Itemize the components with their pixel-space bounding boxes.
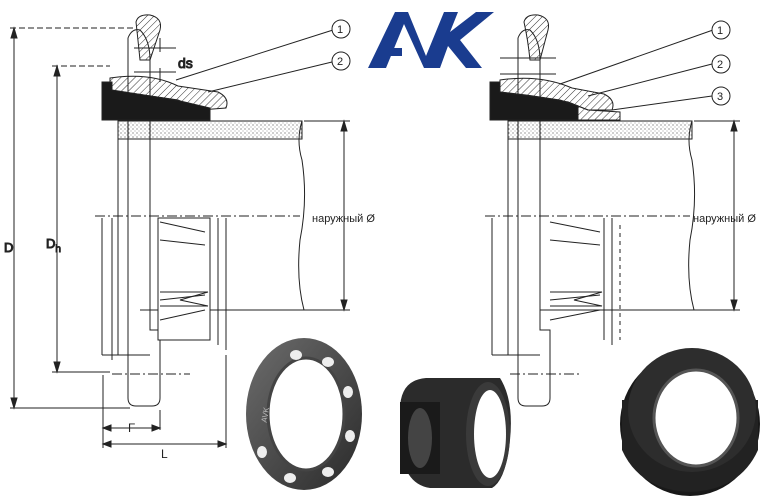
left-outer-diameter-label: наружный Ø (312, 213, 375, 225)
right-callouts (559, 20, 731, 111)
right-callout-2: 2 (717, 59, 723, 71)
dim-D-label: D (4, 240, 13, 255)
dim-ds-label: ds (178, 55, 193, 71)
right-callout-3: 3 (717, 91, 723, 103)
right-drawing (485, 14, 740, 407)
left-drawing: D Dh ds (4, 14, 350, 448)
dim-F-label: F (128, 421, 135, 435)
left-callout-2: 2 (337, 56, 343, 68)
avk-logo (368, 12, 494, 68)
dim-D (10, 26, 135, 410)
dim-Dh (52, 64, 110, 374)
left-callouts (175, 19, 351, 93)
flange-photo: AVK (246, 338, 362, 490)
rubber-ring-photo (620, 348, 760, 496)
right-callout-1: 1 (717, 25, 723, 37)
dim-Dh-label: Dh (46, 236, 61, 255)
right-outer-diameter-label: наружный Ø (693, 213, 756, 225)
flange-photo-text: AVK (260, 406, 272, 423)
dim-L-label: L (161, 447, 168, 461)
left-callout-1: 1 (337, 24, 343, 36)
stub-end-photo (400, 378, 511, 488)
